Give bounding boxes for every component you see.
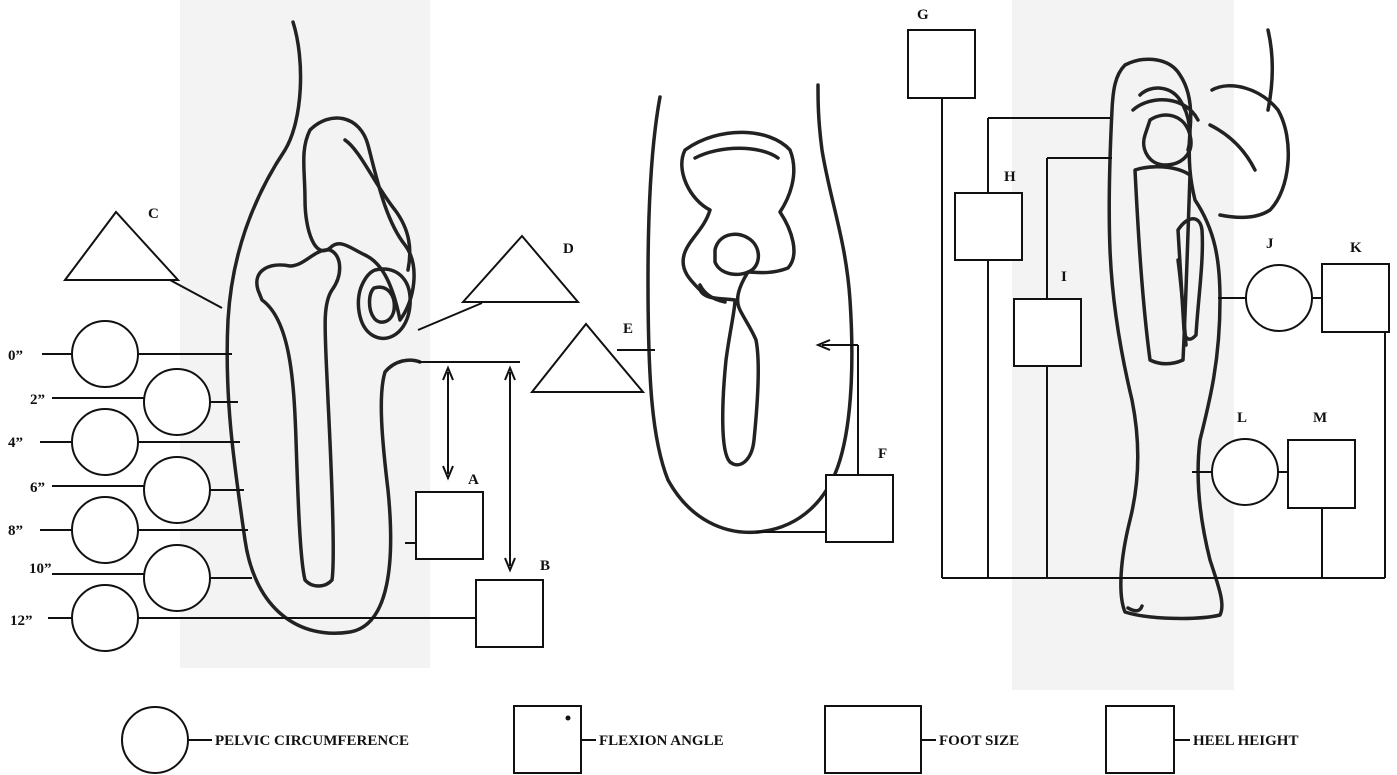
square-b xyxy=(476,580,543,647)
level-label-0: 0” xyxy=(8,348,23,364)
middle-connector-lines xyxy=(617,340,858,532)
square-m xyxy=(1288,440,1355,508)
level-label-6: 6” xyxy=(30,480,45,496)
level-label-10: 10” xyxy=(29,561,52,577)
circle-0 xyxy=(72,321,138,387)
label-a: A xyxy=(468,472,479,488)
label-m: M xyxy=(1313,410,1327,426)
circle-2 xyxy=(144,369,210,435)
square-g xyxy=(908,30,975,98)
circle-4 xyxy=(72,409,138,475)
legend-flexion-dot-icon xyxy=(566,716,571,721)
legend-pelvic-circumference: PELVIC CIRCUMFERENCE xyxy=(122,707,409,773)
label-h: H xyxy=(1004,169,1016,185)
left-sketch-paper xyxy=(180,0,430,668)
legend-heel-height: HEEL HEIGHT xyxy=(1106,706,1298,773)
legend-circle-icon xyxy=(122,707,188,773)
label-e: E xyxy=(623,321,633,337)
square-i xyxy=(1014,299,1081,366)
legend-flexion-label: FLEXION ANGLE xyxy=(599,733,724,749)
label-g: G xyxy=(917,7,929,23)
square-k xyxy=(1322,264,1389,332)
level-label-4: 4” xyxy=(8,435,23,451)
square-a xyxy=(416,492,483,559)
label-j: J xyxy=(1266,236,1274,252)
legend-pelvic-label: PELVIC CIRCUMFERENCE xyxy=(215,733,409,749)
label-k: K xyxy=(1350,240,1362,256)
circle-8 xyxy=(72,497,138,563)
legend-flexion-angle: FLEXION ANGLE xyxy=(514,706,724,773)
label-l: L xyxy=(1237,410,1247,426)
circle-10 xyxy=(144,545,210,611)
circle-l xyxy=(1212,439,1278,505)
legend-foot-label: FOOT SIZE xyxy=(939,733,1019,749)
level-label-2: 2” xyxy=(30,392,45,408)
middle-front-view-drawing xyxy=(648,85,852,532)
level-label-8: 8” xyxy=(8,523,23,539)
label-c: C xyxy=(148,206,159,222)
legend: PELVIC CIRCUMFERENCE FLEXION ANGLE FOOT … xyxy=(122,706,1298,773)
label-i: I xyxy=(1061,269,1067,285)
level-label-12: 12” xyxy=(10,613,33,629)
label-f: F xyxy=(878,446,887,462)
square-h xyxy=(955,193,1022,260)
label-d: D xyxy=(563,241,574,257)
legend-flexion-square-icon xyxy=(514,706,581,773)
legend-heel-label: HEEL HEIGHT xyxy=(1193,733,1298,749)
legend-foot-size: FOOT SIZE xyxy=(825,706,1019,773)
label-b: B xyxy=(540,558,550,574)
circle-j xyxy=(1246,265,1312,331)
legend-foot-rect-icon xyxy=(825,706,921,773)
triangle-c-flexion xyxy=(65,212,178,280)
square-f xyxy=(826,475,893,542)
triangle-d-flexion xyxy=(463,236,578,302)
legend-heel-square-icon xyxy=(1106,706,1174,773)
circle-6 xyxy=(144,457,210,523)
circle-12 xyxy=(72,585,138,651)
